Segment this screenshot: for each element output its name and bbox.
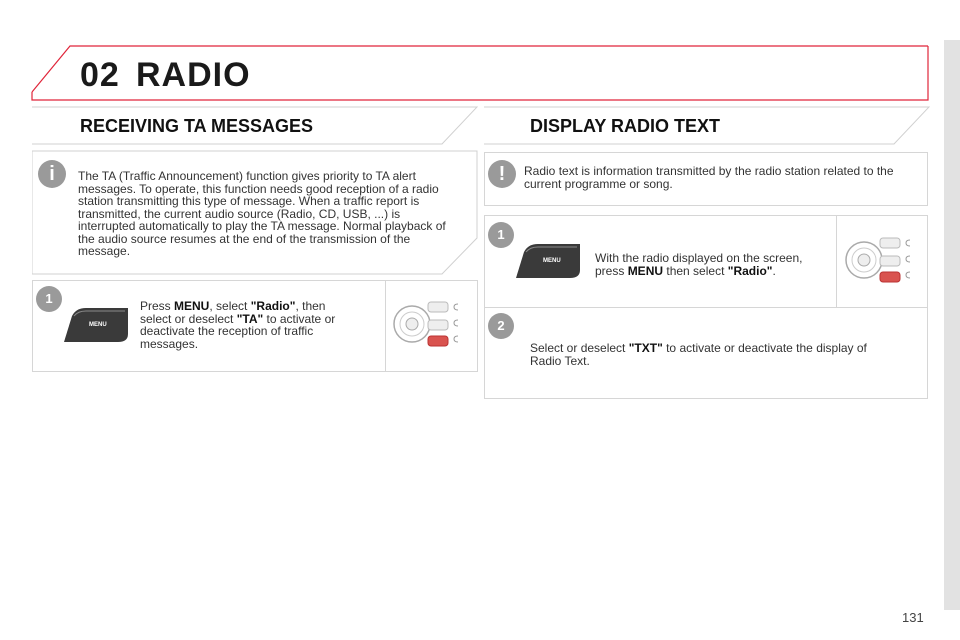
left-heading-frame	[32, 106, 478, 145]
info-box-frame	[32, 150, 478, 275]
control-panel-icon	[845, 237, 911, 283]
right-step2-text: Select or deselect "TXT" to activate or …	[530, 341, 867, 368]
step-number-badge: 2	[488, 313, 514, 339]
chapter-number: 02	[80, 56, 120, 94]
right-heading-frame	[484, 106, 930, 145]
right-step1-text: With the radio displayed on the screen, …	[595, 251, 803, 278]
warning-text: Radio text is information transmitted by…	[524, 164, 894, 191]
menu-button-label: MENU	[89, 322, 107, 328]
step-number-badge: 1	[36, 286, 62, 312]
chapter-title: RADIO	[136, 56, 251, 94]
menu-button-icon	[516, 244, 580, 278]
page-number: 131	[902, 610, 924, 625]
menu-button-label: MENU	[543, 258, 561, 264]
chapter-header-frame	[31, 45, 929, 101]
right-step1-divider	[836, 216, 837, 307]
info-text: The TA (Traffic Announcement) function g…	[78, 169, 446, 258]
warning-icon: !	[488, 160, 516, 188]
right-section-heading: DISPLAY RADIO TEXT	[530, 116, 721, 136]
left-step1-text: Press MENU, select "Radio", then select …	[140, 299, 336, 351]
page-side-rail	[944, 40, 960, 610]
step-number-badge: 1	[488, 222, 514, 248]
control-panel-icon	[393, 301, 459, 347]
warning-box	[484, 152, 928, 206]
right-steps-separator	[485, 307, 927, 308]
left-section-heading: RECEIVING TA MESSAGES	[80, 116, 314, 136]
left-step1-divider	[385, 281, 386, 371]
menu-button-icon	[64, 308, 128, 342]
info-icon: i	[38, 160, 66, 188]
